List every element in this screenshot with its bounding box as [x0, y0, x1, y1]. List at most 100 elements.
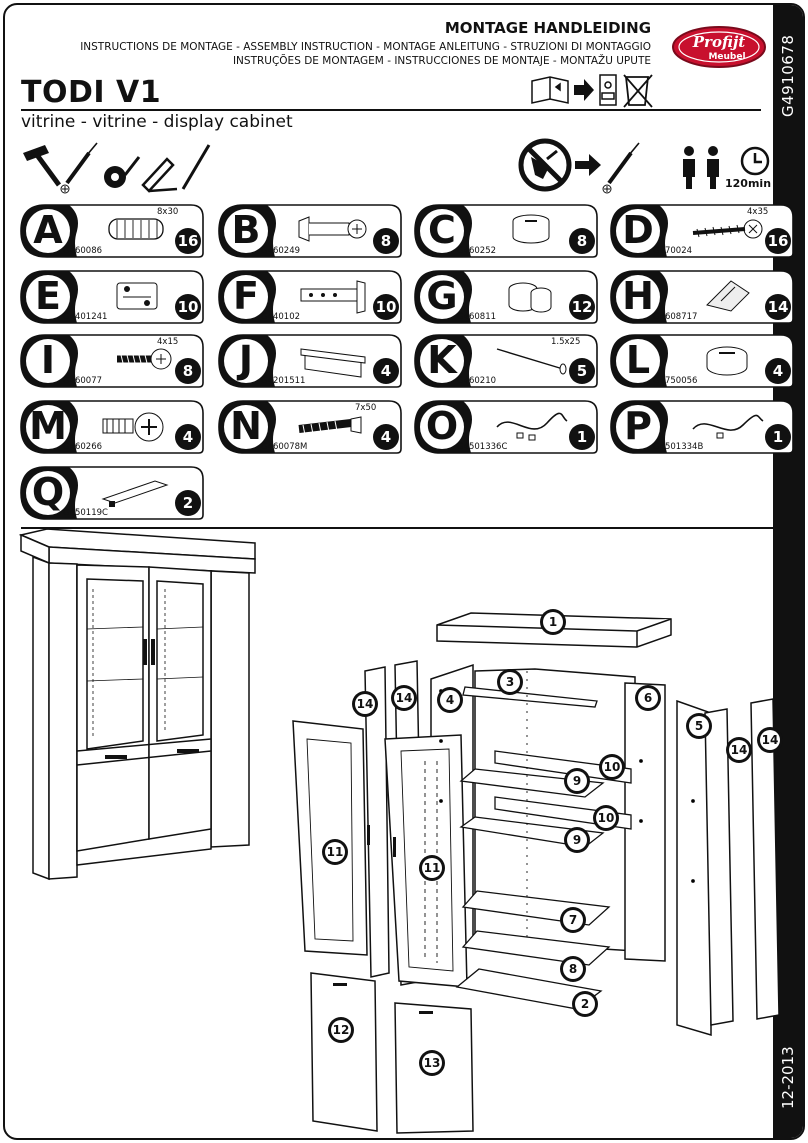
section-divider	[21, 527, 795, 529]
part-size: 8x30	[157, 207, 179, 217]
part-letter: E	[35, 274, 61, 318]
part-size: 4x35	[747, 207, 769, 217]
assembled-cabinet-illustration	[19, 529, 256, 881]
no-power-drill-icon	[518, 138, 572, 192]
part-quantity: 10	[373, 294, 399, 320]
part-letter: J	[238, 338, 254, 382]
part-code: G4501334B	[653, 442, 704, 452]
square-ruler-icon	[141, 157, 178, 193]
part-code: G460210	[457, 376, 497, 386]
part-size: 1.5x25	[551, 337, 581, 347]
part-quantity: 10	[175, 294, 201, 320]
rear-left-leg	[364, 666, 390, 978]
part-letter: K	[427, 338, 457, 382]
part-code: G460077	[63, 376, 103, 386]
part-image	[108, 218, 164, 240]
screwdriver-plus-icon	[602, 142, 640, 194]
part-letter: D	[622, 208, 654, 252]
rear-right-leg	[704, 708, 734, 1026]
part-quantity: 8	[569, 228, 595, 254]
exploded-view-illustration	[292, 612, 780, 1134]
part-image	[508, 282, 552, 313]
callout-badge: 9	[564, 768, 590, 794]
callout-badge: 1	[540, 609, 566, 635]
part-image	[706, 280, 750, 312]
document-code: G4910678	[779, 34, 797, 118]
left-door	[292, 720, 368, 956]
part-quantity: 8	[175, 358, 201, 384]
part-image	[692, 219, 763, 239]
part-card-frame	[610, 270, 794, 324]
clock-icon	[740, 146, 770, 176]
part-quantity: 8	[373, 228, 399, 254]
callout-badge: 9	[564, 827, 590, 853]
callout-badge: 11	[419, 855, 445, 881]
part-size: 4x15	[157, 337, 179, 347]
assembly-time: 120min	[725, 177, 772, 190]
callout-number: 10	[597, 811, 615, 825]
languages-line-1: INSTRUCTIONS DE MONTAGE - ASSEMBLY INSTR…	[80, 41, 651, 53]
open-book-icon	[531, 76, 569, 104]
callout-number: 14	[761, 733, 779, 747]
pencil-icon	[181, 144, 211, 190]
part-code: G4501336C	[457, 442, 508, 452]
callout-badge: 4	[437, 687, 463, 713]
brand-logo: Profijt Meubel	[672, 26, 766, 68]
part-card-frame	[414, 204, 598, 258]
callout-number: 6	[643, 691, 653, 705]
part-code: G4750056	[653, 376, 698, 386]
callout-number: 9	[572, 833, 582, 847]
part-quantity: 5	[569, 358, 595, 384]
callout-number: 14	[395, 691, 413, 705]
part-quantity: 4	[373, 424, 399, 450]
required-tools	[23, 142, 211, 194]
part-card-frame	[20, 204, 204, 258]
callout-badge: 3	[497, 669, 523, 695]
part-image	[300, 348, 366, 378]
part-image	[116, 282, 158, 310]
part-quantity: 4	[765, 358, 791, 384]
callout-number: 14	[730, 743, 748, 757]
front-right-leg	[750, 698, 780, 1020]
callout-badge: 12	[328, 1017, 354, 1043]
callout-number: 13	[423, 1056, 441, 1070]
part-image	[101, 480, 169, 507]
logo-subtext: Meubel	[708, 52, 745, 62]
part-letter: C	[428, 208, 456, 252]
callout-number: 9	[572, 774, 582, 788]
part-card-frame	[218, 334, 402, 388]
part-card-frame	[414, 270, 598, 324]
part-quantity: 14	[765, 294, 791, 320]
part-card-frame	[20, 270, 204, 324]
part-quantity: 12	[569, 294, 595, 320]
screwdriver-plus-icon	[60, 142, 98, 194]
no-power-tools	[518, 138, 640, 194]
callout-number: 14	[356, 697, 374, 711]
callout-number: 4	[445, 693, 455, 707]
title-rule	[21, 109, 761, 111]
part-card-frame	[414, 400, 598, 454]
callout-badge: 5	[686, 713, 712, 739]
callout-badge: 6	[635, 685, 661, 711]
callout-number: 12	[332, 1023, 350, 1037]
callout-badge: 14	[726, 737, 752, 763]
part-letter: G	[426, 274, 458, 318]
part-code: G460249	[261, 246, 301, 256]
callout-number: 11	[326, 845, 344, 859]
part-card-frame	[610, 334, 794, 388]
part-code: G470024	[653, 246, 693, 256]
part-quantity: 2	[175, 490, 201, 516]
part-letter: P	[624, 404, 652, 448]
binder-icon	[599, 74, 617, 106]
logo-text: Profijt	[692, 33, 746, 51]
part-letter: O	[425, 404, 459, 448]
